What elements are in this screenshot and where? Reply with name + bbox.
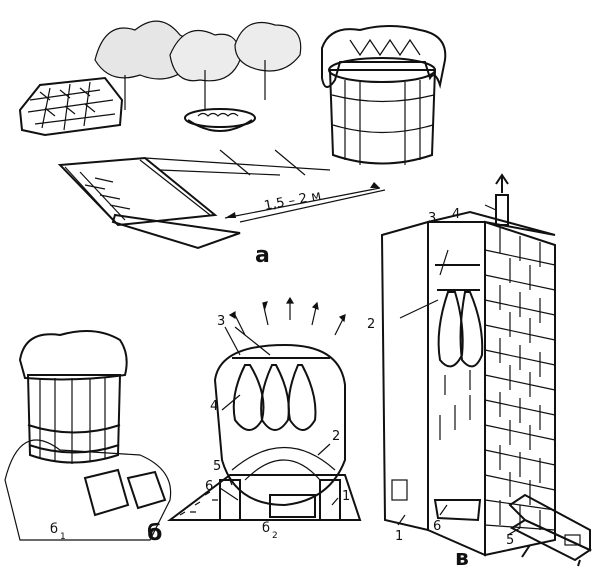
svg-text:2: 2	[332, 429, 340, 444]
smoke-box	[269, 494, 316, 518]
svg-text:6: 6	[433, 519, 441, 534]
firewood-pile	[18, 76, 124, 137]
smoke-channel	[83, 468, 167, 517]
svg-text:б: б	[262, 521, 270, 536]
svg-text:3: 3	[217, 314, 225, 329]
svg-text:3: 3	[428, 211, 436, 226]
cover-cloth	[213, 343, 346, 507]
svg-text:1: 1	[60, 532, 66, 542]
panel-b2: 1 2 3 4 5 6 б 2	[167, 296, 362, 541]
svg-text:5: 5	[506, 533, 514, 548]
sublabel-b2: б 2	[262, 521, 278, 541]
bowl	[184, 108, 256, 132]
barrel-cloth	[18, 330, 128, 381]
hanging-meat	[437, 291, 484, 368]
smoke-trench	[57, 149, 386, 250]
svg-text:2: 2	[367, 317, 375, 332]
open-door	[380, 220, 429, 532]
panel-b-letter: б	[147, 521, 162, 546]
brick-pattern	[484, 228, 556, 531]
brick-wall	[484, 220, 556, 557]
svg-text:2: 2	[272, 531, 278, 541]
panel-b1: б 1	[4, 330, 172, 542]
b2-callouts: 1 2 3 4 5 6	[205, 314, 350, 504]
metal-drum-smoker	[321, 25, 447, 165]
svg-text:4: 4	[452, 207, 460, 222]
svg-text:4: 4	[210, 399, 218, 414]
trees-illustration	[94, 20, 302, 110]
firebox	[508, 493, 593, 567]
wooden-barrel	[26, 374, 122, 464]
smoke-arrows	[228, 296, 346, 336]
panel-v-letter: в	[455, 546, 469, 569]
chimney-arrow	[495, 173, 509, 193]
meat-pieces	[232, 364, 317, 431]
v-callouts: 1 2 3 4 5 6	[367, 207, 514, 548]
svg-text:б: б	[50, 522, 58, 537]
panel-a: 1,5 – 2 м а	[18, 20, 447, 268]
brick-support-right	[319, 479, 341, 521]
svg-text:6: 6	[205, 479, 213, 494]
svg-text:1: 1	[342, 489, 350, 504]
panel-a-letter: а	[255, 243, 270, 268]
svg-text:5: 5	[213, 459, 221, 474]
svg-text:1: 1	[395, 529, 403, 544]
sublabel-b1: б 1	[50, 522, 66, 542]
panel-v: 1 2 3 4 5 6 в	[367, 173, 593, 569]
